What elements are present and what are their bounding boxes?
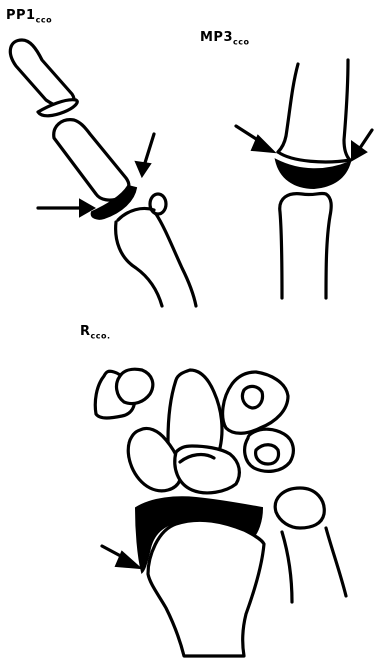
pp1-distal-phalanx: [10, 40, 74, 107]
pp1-ip-sesamoid: [38, 100, 77, 116]
hamate-hook: [242, 386, 262, 408]
ulna: [282, 528, 346, 602]
radius: [148, 520, 264, 656]
mp3-joint-figure: [236, 60, 372, 298]
mp3-arrow-right: [352, 130, 372, 160]
mp3-proximal-phalanx: [280, 193, 331, 298]
pp1-joint-figure: [10, 40, 196, 306]
ulnar-styloid: [275, 488, 324, 528]
pisiform: [256, 445, 279, 464]
pp1-proximal-phalanx: [54, 120, 129, 200]
pp1-arrow-right: [136, 134, 154, 176]
radius-arrow: [102, 546, 140, 568]
mp3-arrow-left: [236, 126, 274, 152]
mp3-middle-phalanx: [278, 60, 350, 160]
lunate: [175, 446, 240, 493]
trapezoid: [117, 369, 153, 403]
pp1-arrow-left: [38, 200, 94, 216]
mp3-joint-surface: [278, 152, 350, 162]
mp3-calcification: [276, 160, 350, 188]
pp1-metacarpal: [116, 208, 196, 306]
wrist-figure: [95, 369, 346, 656]
